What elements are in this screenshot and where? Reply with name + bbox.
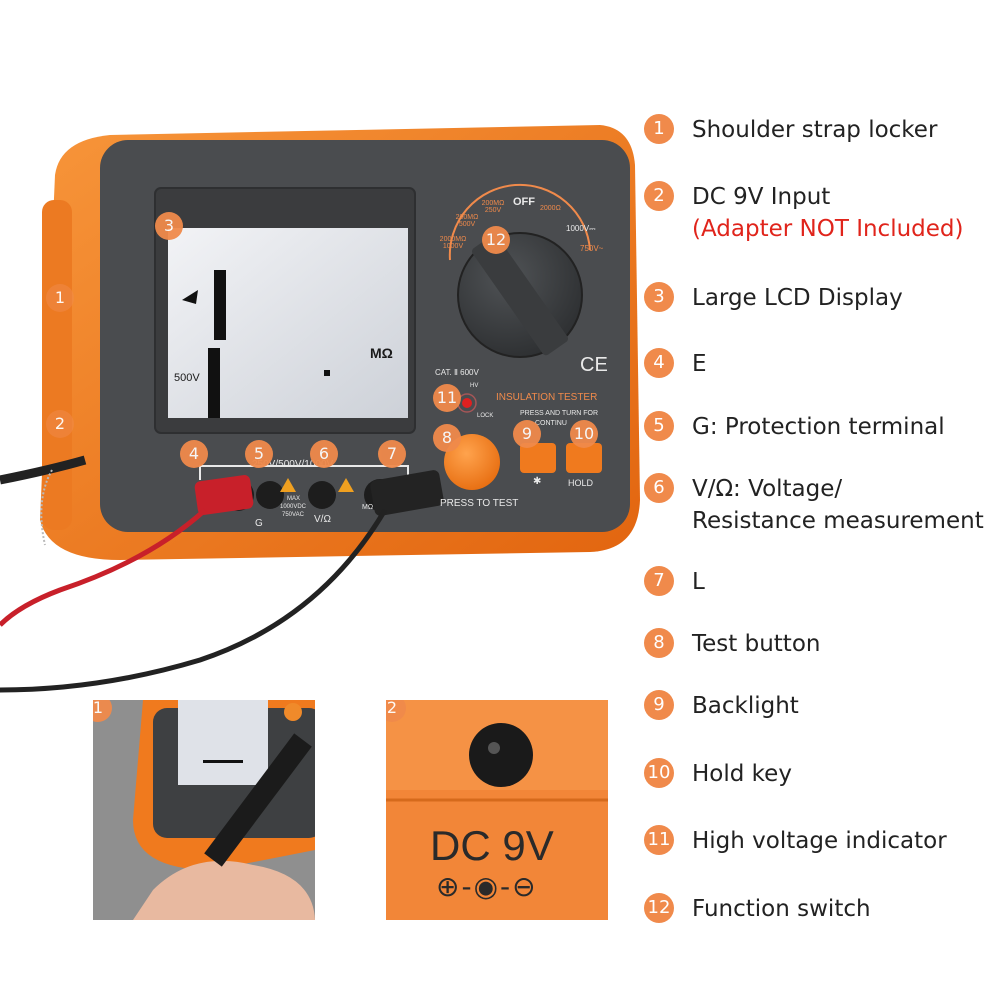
marker-12: 12 [482,226,510,254]
legend-num: 9 [644,690,674,720]
marker-3: 3 [155,212,183,240]
legend-num: 4 [644,348,674,378]
legend-label-line2: Resistance measurement [692,508,984,534]
legend-num: 3 [644,282,674,312]
legend-item-12: 12 Function switch [644,893,871,925]
press-to-test-label: PRESS TO TEST [440,498,519,509]
inset-dc-jack: DC 9V ⊕-◉-⊖ 2 [386,700,608,920]
legend-num: 8 [644,628,674,658]
terminal-range: 250V/500V/1000V [252,459,334,470]
lcd-range: 500V [174,372,200,384]
inset-marker-1: 1 [93,700,112,722]
dial-200mo-500v: 200MΩ 500V [455,214,479,228]
legend-item-1: 1 Shoulder strap locker [644,114,937,146]
legend-num: 6 [644,473,674,503]
inset-strap-photo: 1 [93,700,315,920]
legend-num: 11 [644,825,674,855]
marker-6: 6 [310,440,338,468]
legend-item-8: 8 Test button [644,628,820,660]
legend-num: 5 [644,411,674,441]
dial-1000v: 1000V⎓ [566,224,596,233]
dial-200mo-250v: 200MΩ 250V [481,200,505,214]
legend-item-4: 4 E [644,348,707,380]
terminal-mo: MΩ [362,504,374,511]
legend-label: High voltage indicator [692,828,947,854]
terminal-g: G [255,518,263,529]
max-label: MAX [287,496,301,502]
lcd-unit: MΩ [370,345,393,361]
legend-item-5: 5 G: Protection terminal [644,411,945,443]
continu-label: CONTINU [535,420,567,427]
brand-label: INSULATION TESTER [496,392,598,403]
dial-2000mo-1000v: 2000MΩ 1000V [439,236,467,250]
insulation-tester-photo [0,125,640,693]
terminal-vo: V/Ω [314,514,331,525]
legend-label: Function switch [692,896,871,922]
hold-label: HOLD [568,478,594,488]
legend-label: G: Protection terminal [692,414,945,440]
dc-9v-label: DC 9V [430,822,554,869]
legend-label: DC 9V Input [692,184,831,210]
legend-item-10: 10 Hold key [644,758,792,790]
legend-num: 10 [644,758,674,788]
dial-2000o: 2000Ω [540,205,561,212]
legend-num: 2 [644,181,674,211]
legend-item-6: 6 V/Ω: Voltage/ Resistance measurement [644,473,984,537]
lock-label: LOCK [477,413,494,419]
legend-label: L [692,569,705,595]
marker-5: 5 [245,440,273,468]
legend-num: 12 [644,893,674,923]
marker-9: 9 [513,420,541,448]
marker-7: 7 [378,440,406,468]
legend-item-7: 7 L [644,566,705,598]
dial-off: OFF [513,196,535,208]
legend-label: Large LCD Display [692,285,903,311]
legend-label: E [692,351,707,377]
marker-11: 11 [433,384,461,412]
legend-label: Backlight [692,693,799,719]
marker-8: 8 [433,424,461,452]
marker-4: 4 [180,440,208,468]
marker-10: 10 [570,420,598,448]
ce-mark: CE [580,354,608,376]
backlight-symbol: ✱ [533,476,542,487]
legend-num: 7 [644,566,674,596]
legend-item-9: 9 Backlight [644,690,799,722]
legend-warning: (Adapter NOT Included) [692,216,964,242]
dial-750v: 750V~ [580,244,604,253]
polarity-symbol: ⊕-◉-⊖ [436,870,538,903]
legend-item-3: 3 Large LCD Display [644,282,903,314]
hv-label: HV [470,383,479,389]
legend-label: Hold key [692,761,792,787]
marker-2: 2 [46,410,74,438]
inset-marker-2: 2 [386,700,406,722]
legend-item-2: 2 DC 9V Input (Adapter NOT Included) [644,181,964,245]
press-turn-label: PRESS AND TURN FOR [520,410,599,417]
legend-label: V/Ω: Voltage/ [692,476,843,502]
max-ac-label: 750VAC [282,512,304,518]
marker-1: 1 [46,284,74,312]
legend-num: 1 [644,114,674,144]
max-dc-label: 1000VDC [280,504,307,510]
cat-rating: CAT. Ⅱ 600V [435,368,479,377]
legend-label: Shoulder strap locker [692,117,938,143]
legend-item-11: 11 High voltage indicator [644,825,947,857]
legend-label: Test button [692,631,821,657]
